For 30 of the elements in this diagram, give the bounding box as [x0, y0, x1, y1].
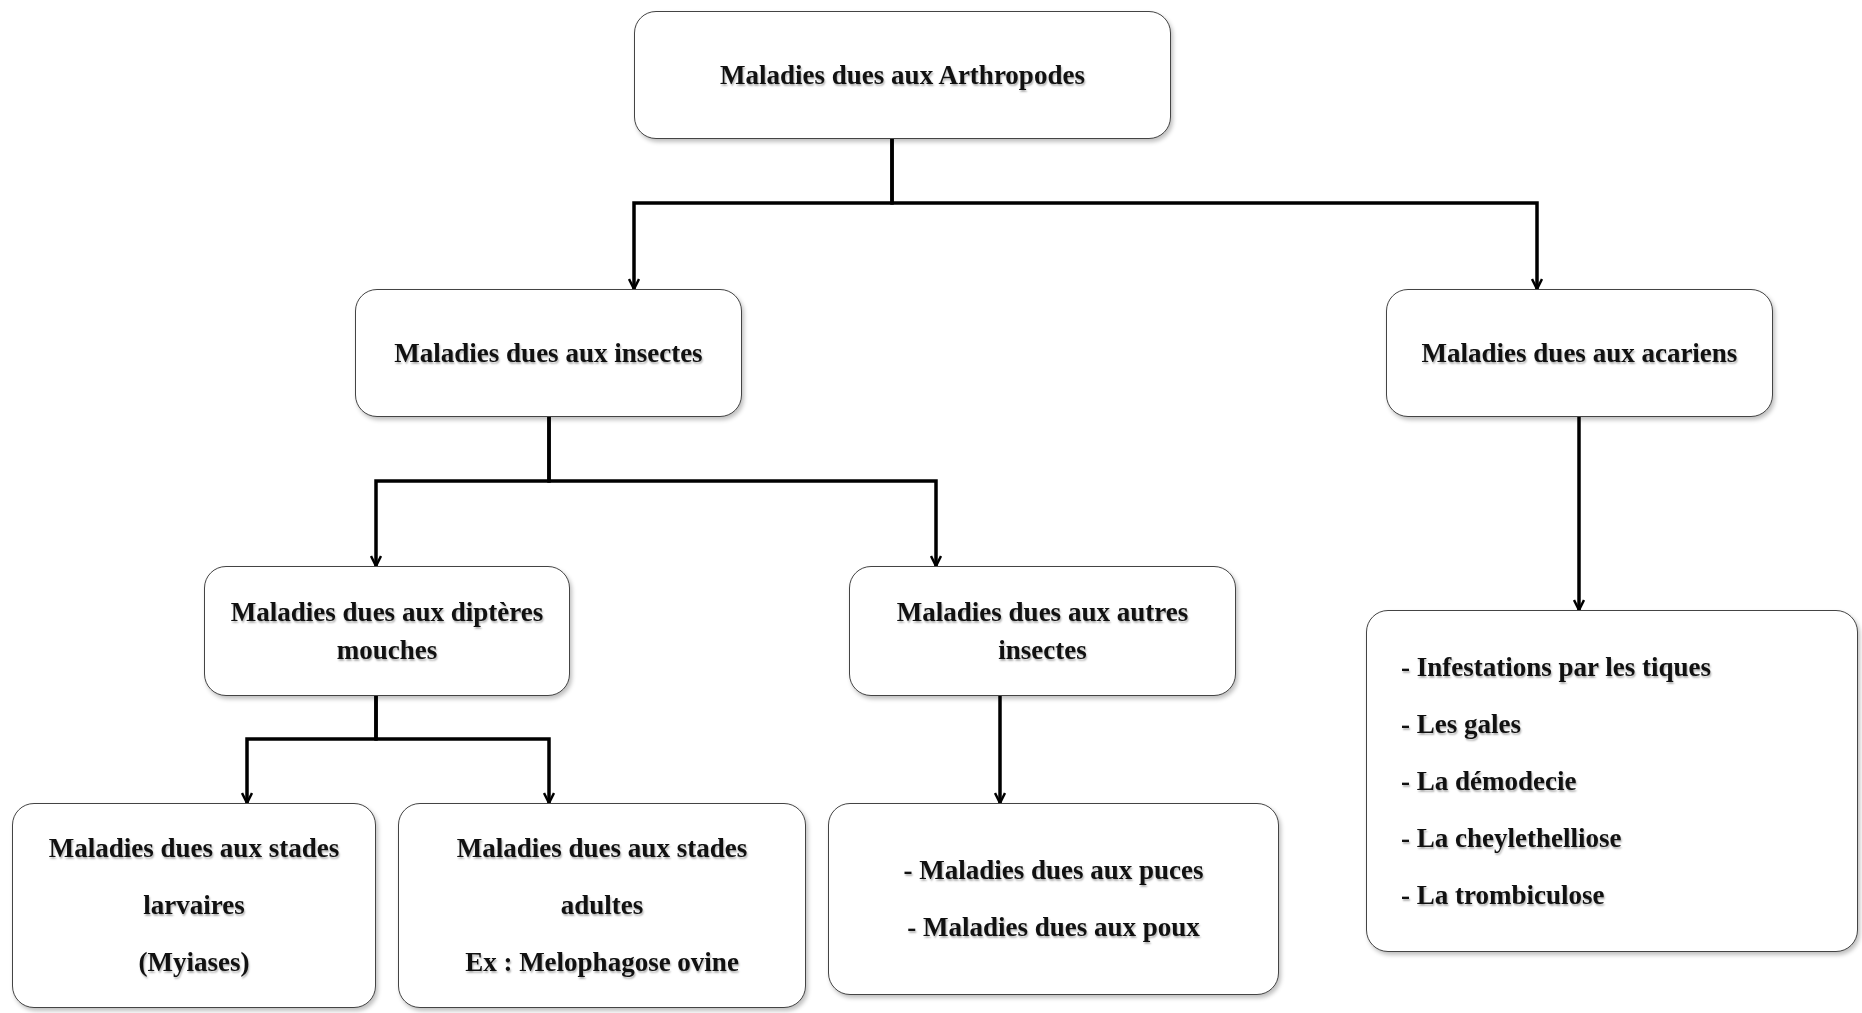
category-box	[12, 803, 376, 1008]
category-box	[398, 803, 806, 1008]
node-text: Maladies dues aux acariens	[1421, 337, 1738, 370]
node-text: Maladies dues aux stades adultes	[455, 832, 749, 922]
category-box	[355, 289, 742, 417]
node-text: Maladies dues aux diptères mouches	[229, 596, 545, 667]
node-text: Maladies dues aux autres insectes	[895, 596, 1190, 667]
category-box	[1366, 610, 1858, 952]
node-text: - Maladies dues aux puces	[903, 854, 1204, 887]
connector-arrow	[993, 696, 1007, 805]
category-box	[849, 566, 1236, 696]
connector-arrow	[1572, 417, 1586, 612]
node-text: Ex : Melophagose ovine	[465, 946, 739, 979]
node-text: - La démodecie	[1401, 764, 1577, 798]
node-text: (Myiases)	[138, 946, 250, 979]
category-box	[204, 566, 570, 696]
node-text: - Les gales	[1401, 707, 1521, 741]
node-text: Maladies dues aux stades larvaires	[47, 832, 341, 922]
node-text: Maladies dues aux insectes	[394, 337, 703, 370]
connector-arrow	[547, 417, 943, 568]
category-box	[634, 11, 1171, 139]
node-text: Maladies dues aux Arthropodes	[720, 59, 1085, 92]
connector-arrow	[374, 696, 556, 805]
category-box	[1386, 289, 1773, 417]
node-text: - Maladies dues aux poux	[907, 911, 1200, 944]
node-text: - La trombiculose	[1401, 878, 1605, 912]
node-text: - Infestations par les tiques	[1401, 650, 1712, 684]
node-text: - La cheylethelliose	[1401, 821, 1622, 855]
category-box	[828, 803, 1279, 995]
connector-arrow	[890, 139, 1544, 291]
